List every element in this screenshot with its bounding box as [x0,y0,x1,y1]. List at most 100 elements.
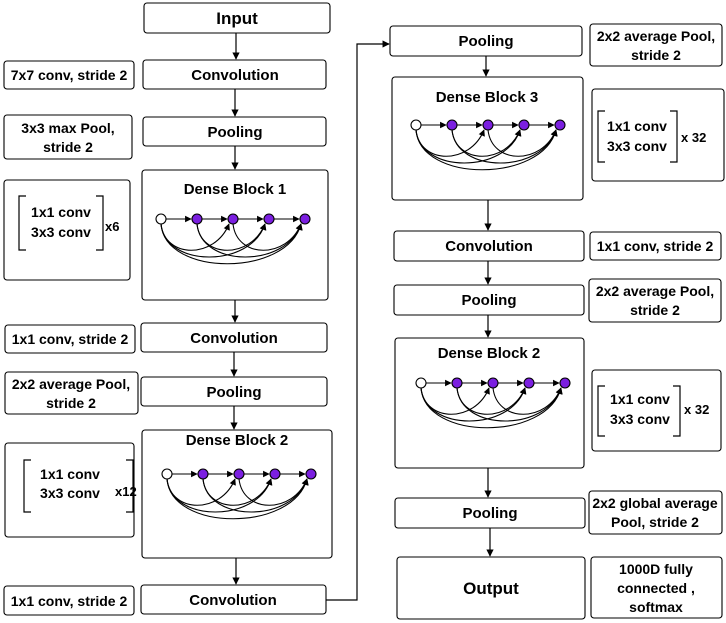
note-maxpool-line2: stride 2 [43,139,93,155]
dense-block-2-title: Dense Block 2 [438,345,541,362]
input-block: Input [143,2,331,34]
layer-1x1-conv: 1x1 conv [31,204,91,220]
dense-skip-connection [232,223,302,251]
dense-layer-node [487,377,499,389]
dense-skip-connection [166,478,309,520]
dense-skip-connection [420,387,563,429]
repeat-count: x12 [115,484,137,499]
dense-block-3: Dense Block 3 [391,76,584,201]
dense-layer-node [233,468,245,480]
note-avgpool-line2: stride 2 [631,47,681,63]
dense-layer-node [523,377,535,389]
bracket-right [126,459,134,513]
bracket-right [670,110,678,163]
note-avgpool-a: 2x2 average Pool, stride 2 [4,371,139,415]
note-maxpool-line1: 3x3 max Pool, [21,120,114,136]
dense-layer-node [299,213,311,225]
dense-connectivity-graph [410,119,566,171]
dense-block-1-title: Dense Block 1 [184,181,287,198]
repeat-count: x 32 [684,402,709,417]
repeat-count: x 32 [681,130,706,145]
dense-layer-node [227,213,239,225]
dense-skip-connection [160,223,303,265]
convolution-label: Convolution [189,592,276,609]
note-dense-1: 1x1 conv 3x3 conv x6 [3,179,131,281]
column-connector-arrow [326,40,390,601]
note-avgpool-b: 2x2 average Pool, stride 2 [589,23,723,67]
note-conv1x1-text: 1x1 conv, stride 2 [597,238,714,254]
note-conv7-text: 7x7 conv, stride 2 [11,67,128,83]
dense-input-node [410,119,422,131]
dense-skip-connection [487,129,557,157]
note-fc-line2: connected , [617,580,695,596]
note-avgpool-line1: 2x2 average Pool, [596,283,714,299]
convolution-block-2: Convolution [140,322,328,353]
layer-1x1-conv: 1x1 conv [610,391,670,407]
dense-input-node [161,468,173,480]
note-gap-line1: 2x2 global average [592,495,718,511]
bracket-right [673,385,681,437]
dense-input-node [155,213,167,225]
note-conv7: 7x7 conv, stride 2 [3,60,135,90]
dense-skip-connection [238,478,308,506]
layer-3x3-conv: 3x3 conv [40,485,100,501]
convolution-label: Convolution [190,330,277,347]
layer-3x3-conv: 3x3 conv [610,411,670,427]
pooling-block-2: Pooling [140,376,328,407]
convolution-block-1: Convolution [142,59,327,90]
dense-block-2-title: Dense Block 2 [186,432,289,449]
dense-block-2-left: Dense Block 2 [141,429,333,559]
layer-1x1-conv: 1x1 conv [607,118,667,134]
bracket-left [597,385,605,437]
bracket-right [96,195,104,251]
input-label: Input [216,9,258,28]
layer-3x3-conv: 3x3 conv [607,138,667,154]
note-conv1x1-a: 1x1 conv, stride 2 [4,324,136,354]
note-dense-2: 1x1 conv 3x3 conv x12 [4,442,137,538]
note-avgpool-line1: 2x2 average Pool, [12,376,130,392]
note-avgpool-line1: 2x2 average Pool, [597,28,715,44]
pooling-label: Pooling [208,124,263,141]
dense-layer-node [269,468,281,480]
convolution-label: Convolution [191,67,278,84]
note-conv1x1-text: 1x1 conv, stride 2 [11,593,128,609]
note-fully-connected: 1000D fully connected , softmax [590,556,723,619]
layer-3x3-conv: 3x3 conv [31,224,91,240]
dense-layer-node [191,213,203,225]
note-avgpool-c: 2x2 average Pool, stride 2 [588,278,722,323]
note-fc-line3: softmax [629,599,683,615]
note-avgpool-line2: stride 2 [630,302,680,318]
note-conv1x1-text: 1x1 conv, stride 2 [12,331,129,347]
dense-layer-node [482,119,494,131]
dense-layer-node [554,119,566,131]
note-maxpool: 3x3 max Pool, stride 2 [3,114,133,160]
pooling-label: Pooling [463,505,518,522]
note-fc-line1: 1000D fully [619,561,693,577]
pooling-label: Pooling [462,292,517,309]
dense-layer-node [197,468,209,480]
dense-layer-node [305,468,317,480]
pooling-label: Pooling [459,33,514,50]
dense-connectivity-graph [155,213,311,265]
dense-skip-connection [415,129,558,171]
dense-skip-connection [492,387,562,415]
dense-layer-node [518,119,530,131]
output-label: Output [463,579,519,598]
bracket-left [18,195,26,251]
bracket-left [597,110,605,163]
dense-block-2-right: Dense Block 2 [394,337,585,469]
note-gap-line2: Pool, stride 2 [611,514,699,530]
pooling-block-1: Pooling [142,116,327,147]
dense-layer-node [451,377,463,389]
dense-connectivity-graph [161,468,317,520]
layer-1x1-conv: 1x1 conv [40,466,100,482]
note-conv1x1-b: 1x1 conv, stride 2 [3,585,135,616]
convolution-block-4: Convolution [393,230,585,262]
dense-connectivity-graph [415,377,571,429]
note-global-avgpool: 2x2 global average Pool, stride 2 [588,490,723,535]
note-avgpool-line2: stride 2 [46,395,96,411]
pooling-block-4: Pooling [393,284,585,316]
dense-block-1: Dense Block 1 [141,169,329,301]
dense-layer-node [559,377,571,389]
convolution-label: Convolution [445,238,532,255]
